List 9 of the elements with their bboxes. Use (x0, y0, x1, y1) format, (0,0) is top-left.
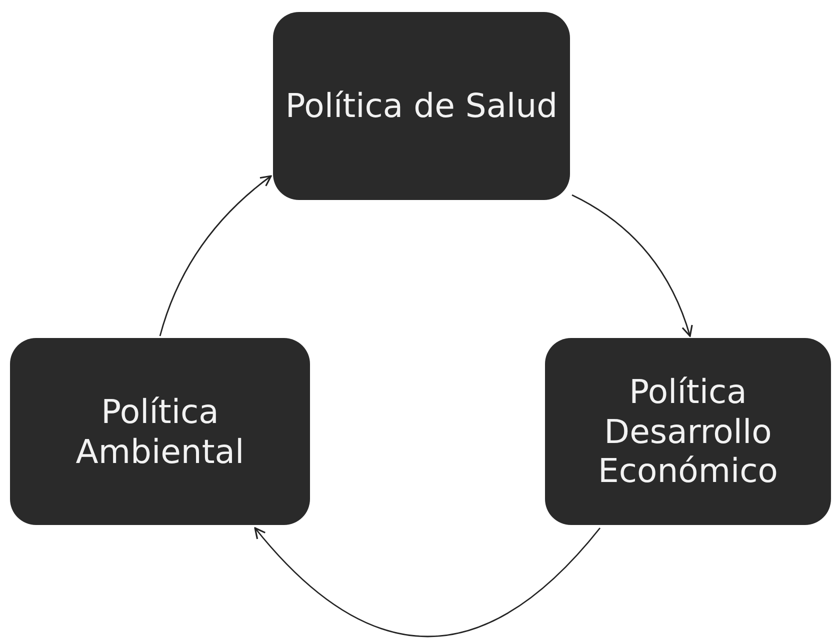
node-label: Política de Salud (285, 86, 558, 126)
rounded-box (10, 338, 310, 525)
node-label: Política Desarrollo Económico (597, 372, 779, 491)
curved-arrow (572, 194, 693, 337)
rounded-box (273, 12, 570, 200)
curved-arrow (254, 527, 601, 637)
curved-arrow (159, 175, 272, 336)
rounded-box (545, 338, 831, 525)
node-label: Política Ambiental (74, 392, 246, 472)
